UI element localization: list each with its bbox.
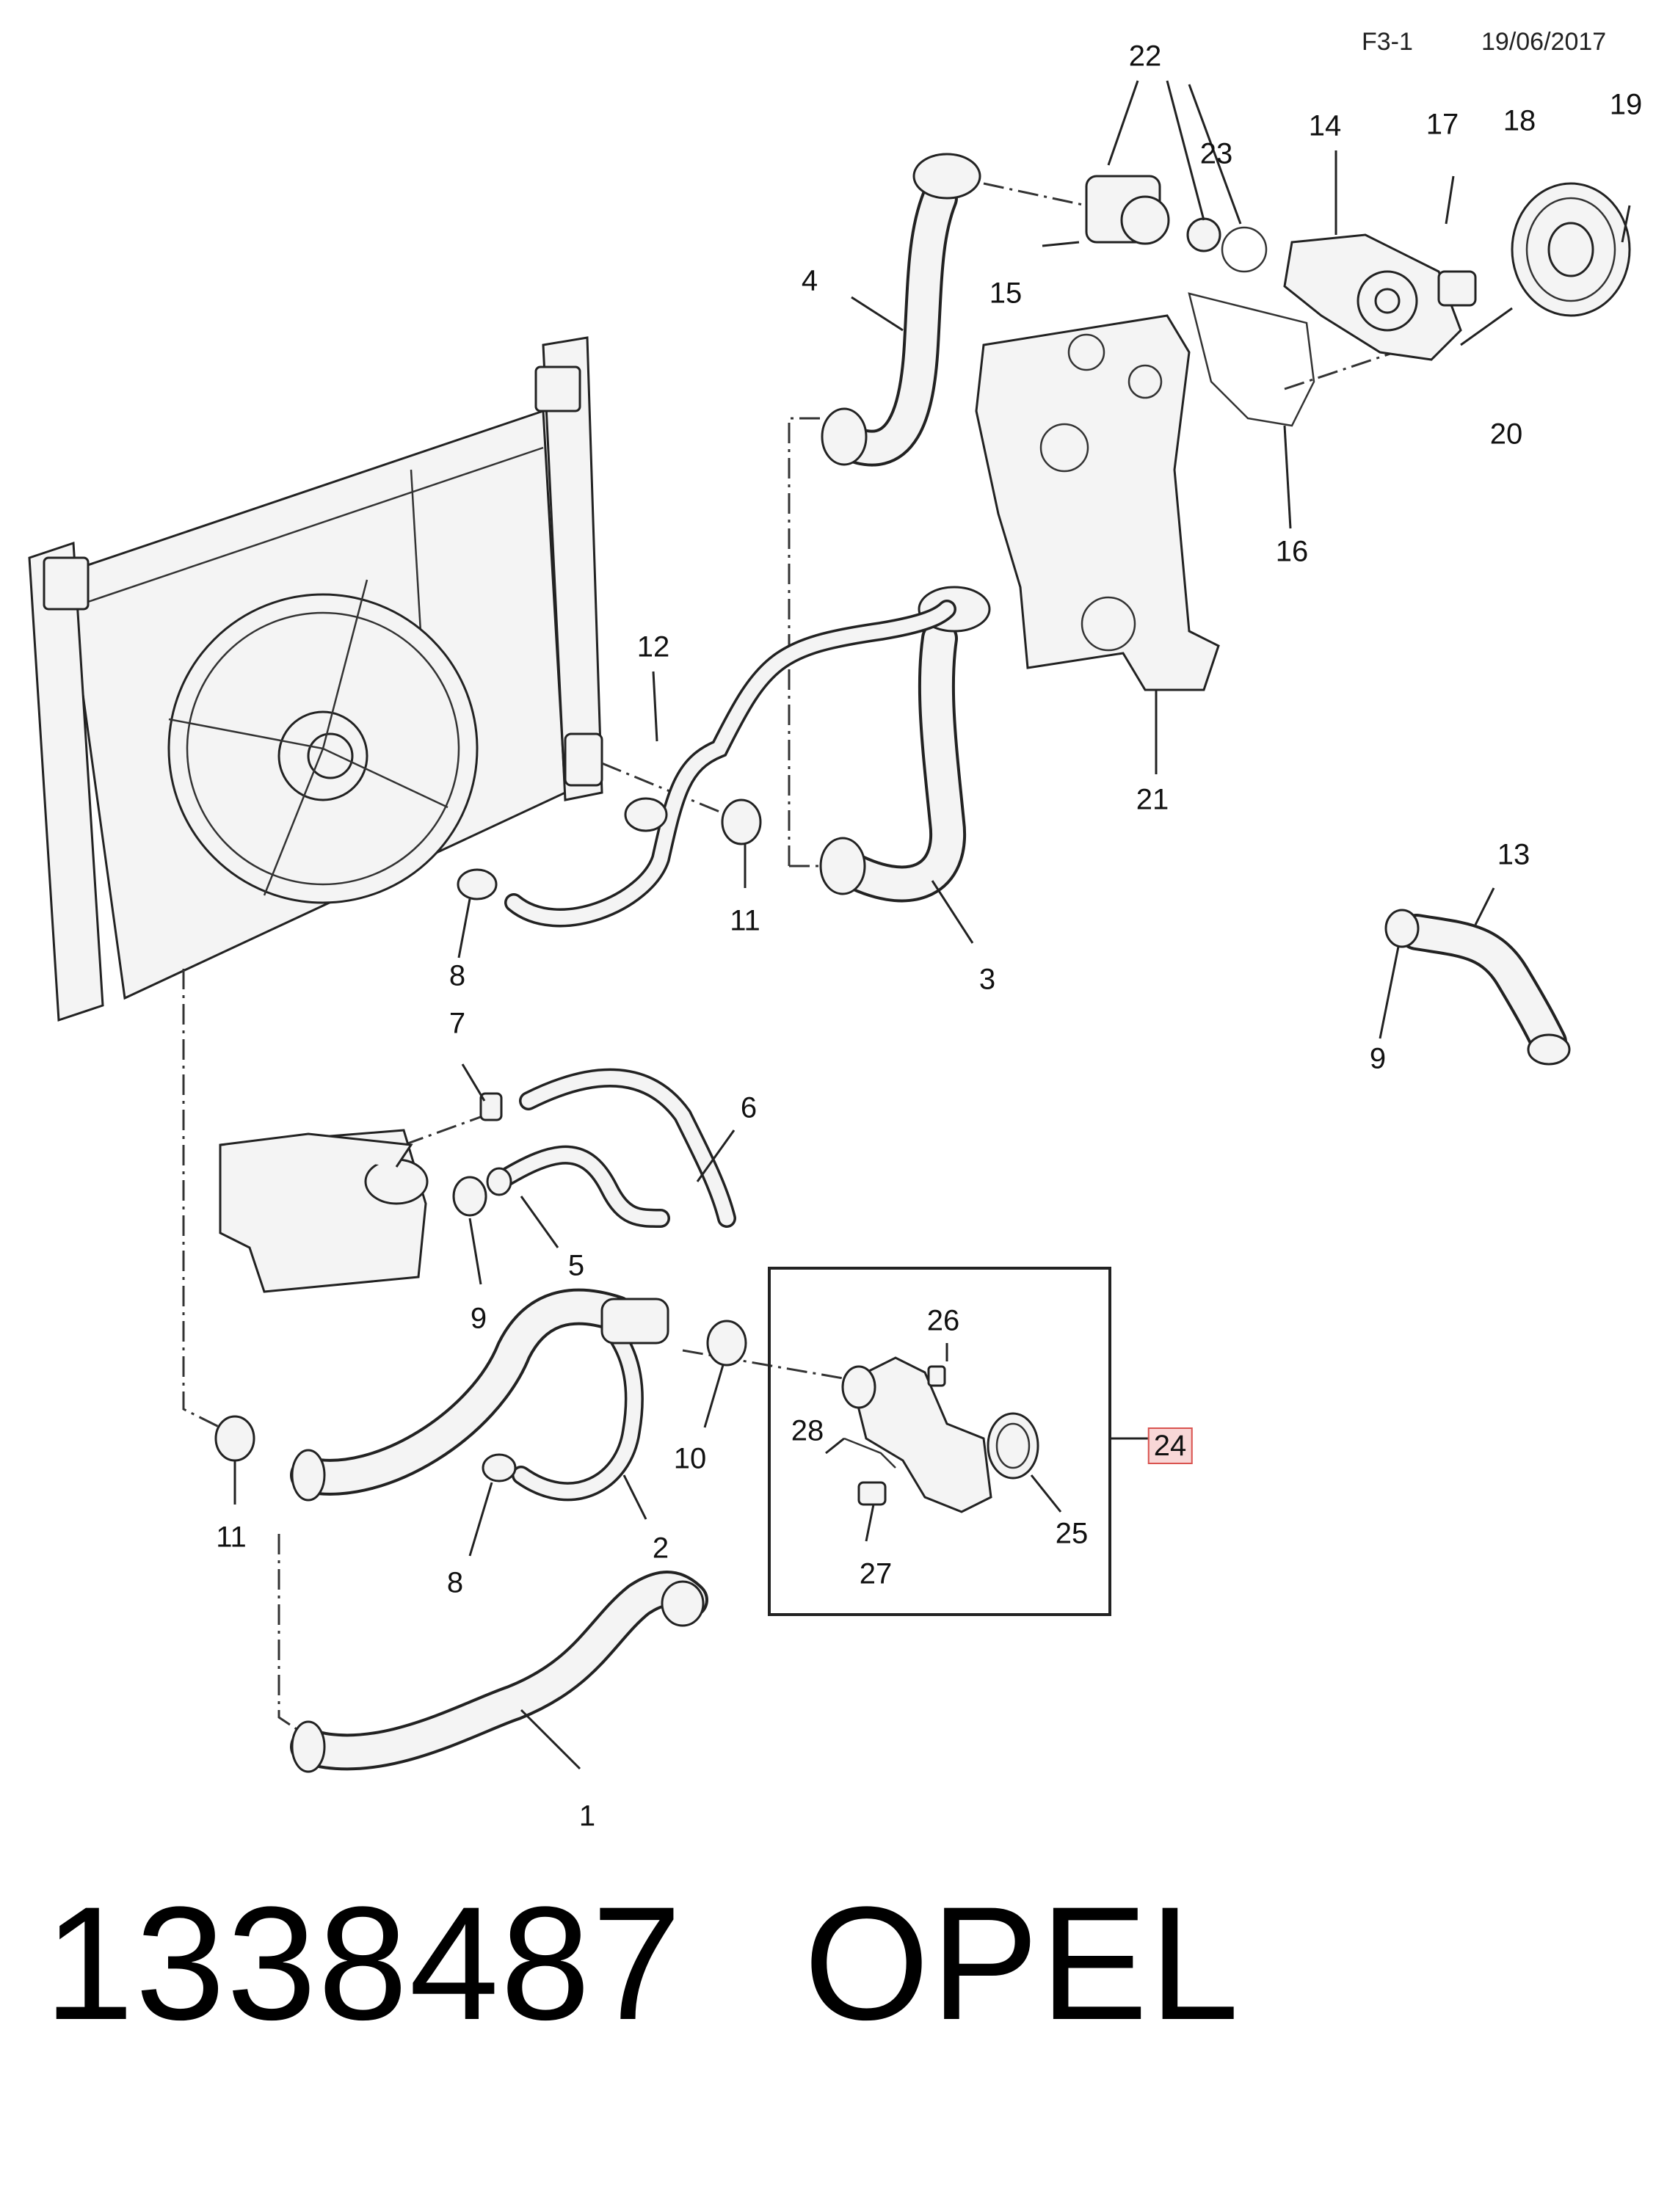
callout-8-upper: 8 (448, 959, 466, 992)
hose-13 (1384, 909, 1571, 1066)
callout-2: 2 (652, 1532, 669, 1565)
callout-13: 13 (1497, 838, 1530, 871)
callout-27: 27 (859, 1557, 893, 1590)
callout-17: 17 (1426, 108, 1459, 141)
callout-23: 23 (1199, 137, 1233, 170)
hose-1 (290, 1571, 708, 1773)
part-number: 1338487 (44, 1873, 683, 2053)
callout-7: 7 (448, 1007, 466, 1040)
callout-21: 21 (1136, 783, 1169, 816)
water-pump (1283, 233, 1477, 361)
leader-lines (233, 80, 1495, 1770)
callout-6: 6 (740, 1091, 758, 1124)
expansion-tank (219, 1129, 429, 1293)
diagram-date: 19/06/2017 (1481, 28, 1607, 56)
hose-2 (290, 1288, 669, 1502)
callout-22: 22 (1128, 40, 1162, 73)
figure-code: F3-1 (1362, 28, 1413, 56)
callout-4: 4 (801, 264, 818, 297)
callout-9-right: 9 (1369, 1042, 1387, 1075)
callout-16: 16 (1275, 535, 1309, 568)
callout-20: 20 (1489, 418, 1523, 451)
gasket (1188, 292, 1315, 427)
timing-cover (975, 314, 1220, 691)
callout-26: 26 (926, 1304, 960, 1337)
callout-11-upper: 11 (730, 904, 760, 937)
assembly-lines (182, 182, 1395, 1733)
callout-8-lower: 8 (446, 1566, 464, 1599)
hose-5 (486, 1145, 670, 1228)
thermostat-housing (1042, 175, 1268, 273)
callout-15: 15 (989, 277, 1023, 310)
callout-14: 14 (1308, 109, 1342, 142)
callout-12: 12 (636, 630, 670, 663)
callout-10: 10 (673, 1442, 707, 1475)
callout-1: 1 (578, 1800, 596, 1833)
radiator-fan-assembly (28, 336, 603, 1022)
brand-name: OPEL (804, 1873, 1241, 2053)
callout-19: 19 (1609, 88, 1643, 121)
hose-4 (821, 153, 981, 467)
callout-25: 25 (1055, 1517, 1089, 1550)
hose-clamps (214, 797, 762, 1482)
callout-28: 28 (791, 1414, 824, 1447)
pulley (1445, 175, 1631, 346)
bypass-hose (504, 600, 956, 928)
hose-6 (519, 1068, 736, 1228)
callout-5: 5 (567, 1249, 585, 1282)
callout-11-lower: 11 (216, 1521, 247, 1554)
detail-box-24 (768, 1267, 1152, 1616)
callout-3: 3 (978, 963, 996, 996)
callout-9-tank: 9 (470, 1302, 487, 1335)
callout-24-highlighted: 24 (1147, 1427, 1193, 1464)
hose-3 (819, 586, 991, 903)
callout-18: 18 (1503, 104, 1536, 137)
